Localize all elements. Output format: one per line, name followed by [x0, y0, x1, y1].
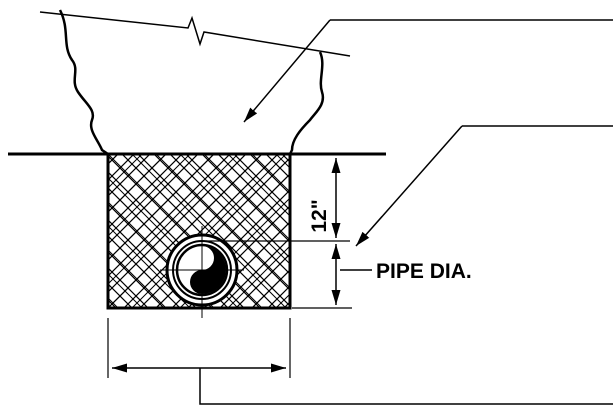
leader-bottom	[199, 368, 613, 405]
leader-middle-arrow	[355, 125, 463, 247]
trench-outline	[106, 152, 292, 310]
excavation-right-wall	[288, 51, 325, 155]
depth-dimension-label: 12"	[308, 199, 331, 232]
pipe-dia-label: PIPE DIA.	[376, 260, 472, 283]
pipe-icon	[160, 226, 244, 318]
bedding-hatch	[108, 154, 290, 308]
leader-top-arrow	[243, 19, 331, 123]
break-line-icon	[39, 11, 351, 57]
excavation-left-wall	[58, 9, 109, 156]
